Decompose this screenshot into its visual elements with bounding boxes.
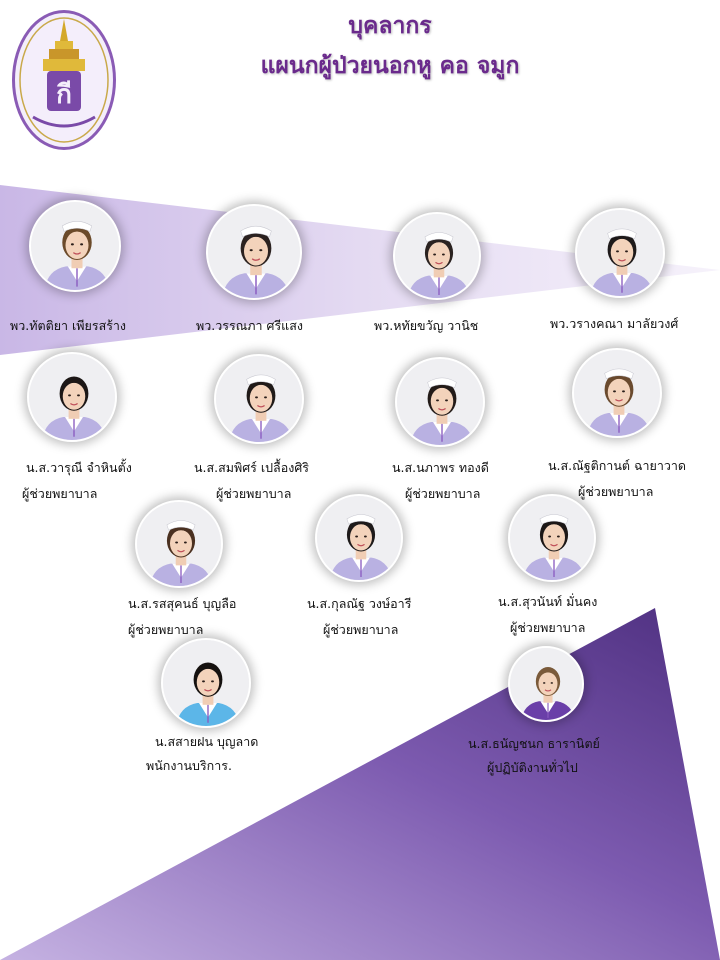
staff-role: ผู้ช่วยพยาบาล <box>323 622 399 637</box>
hospital-logo: กี <box>12 10 116 150</box>
top-band <box>0 185 720 355</box>
staff-role: ผู้ช่วยพยาบาล <box>405 486 481 501</box>
staff-photo <box>135 500 223 588</box>
staff-photo <box>572 348 662 438</box>
page-title: บุคลากร <box>348 13 432 39</box>
staff-name: น.ส.นภาพร ทองดี <box>392 460 489 475</box>
staff-name: น.ส.ธนัญชนก ธารานิตย์ <box>468 736 600 751</box>
staff-name: พว.ทัตติยา เพียรสร้าง <box>10 318 127 333</box>
staff-role: ผู้ช่วยพยาบาล <box>578 484 654 499</box>
staff-role: ผู้ช่วยพยาบาล <box>216 486 292 501</box>
staff-role: ผู้ช่วยพยาบาล <box>510 620 586 635</box>
staff-name: น.ส.ณัฐติกานต์ ฉายาวาด <box>548 458 686 473</box>
staff-role: ผู้ช่วยพยาบาล <box>22 486 98 501</box>
staff-name: น.ส.กุลณัฐ วงษ์อารี <box>307 596 412 611</box>
staff-photo <box>393 212 481 300</box>
staff-photo <box>206 204 302 300</box>
staff-photo <box>508 494 596 582</box>
department-title: แผนกผู้ป่วยนอกหู คอ จมูก <box>260 53 520 79</box>
staff-name: พว.วรรณภา ศรีแสง <box>196 318 303 333</box>
staff-name: น.ส.สมพิศร์ เปลื้องศิริ <box>194 460 309 475</box>
staff-photo <box>395 357 485 447</box>
staff-role: พนักงานบริการ. <box>146 758 232 773</box>
staff-photo <box>214 354 304 444</box>
staff-photo <box>508 646 584 722</box>
bottom-band <box>0 608 720 960</box>
staff-name: พว.วรางคณา มาลัยวงศ์ <box>550 316 679 331</box>
svg-text:กี: กี <box>56 80 72 110</box>
hospital-seal-icon: กี <box>19 17 109 143</box>
staff-name: น.ส.วารุณี จำหินตั้ง <box>26 460 132 475</box>
staff-photo <box>27 352 117 442</box>
staff-name: น.ส.สุวนันท์ มั่นคง <box>498 594 598 609</box>
staff-photo <box>575 208 665 298</box>
staff-photo <box>29 200 121 292</box>
staff-role: ผู้ช่วยพยาบาล <box>128 622 204 637</box>
staff-photo <box>315 494 403 582</box>
staff-photo <box>161 638 251 728</box>
staff-name: น.ส.รสสุคนธ์ บุญลือ <box>128 596 237 611</box>
staff-name: น.สสายฝน บุญลาด <box>155 734 259 749</box>
staff-name: พว.หทัยขวัญ วานิช <box>374 318 479 333</box>
staff-role: ผู้ปฏิบัติงานทั่วไป <box>487 760 578 775</box>
